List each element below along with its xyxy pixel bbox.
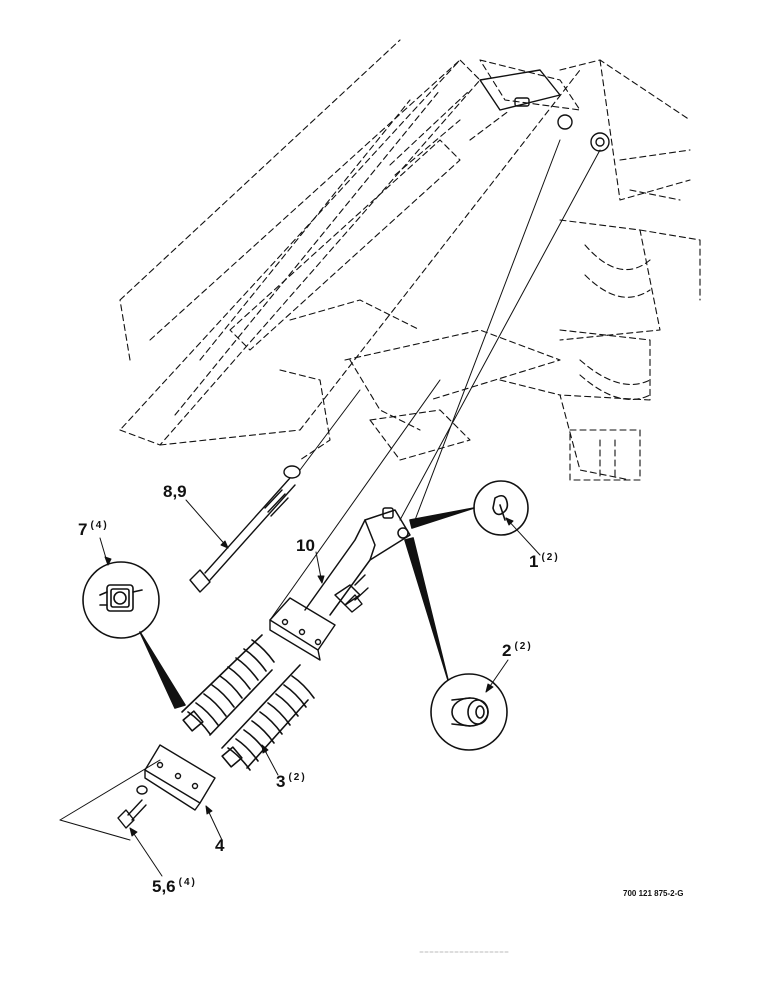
callout-10: 10	[296, 536, 315, 555]
springs-3	[181, 634, 315, 771]
callout-8-9: 8,9	[163, 482, 187, 501]
upper-spring-bracket	[269, 597, 336, 661]
callout-1: 1(2)	[529, 552, 560, 571]
callout-4: 4	[215, 836, 225, 855]
document-number: 700 121 875-2-G	[623, 889, 684, 898]
lower-spring-bracket-4	[144, 744, 216, 811]
callout-2: 2(2)	[502, 641, 533, 660]
callout-leaders	[99, 499, 541, 877]
header-frame	[119, 39, 701, 481]
callout-3: 3(2)	[276, 772, 307, 791]
callout-5-6: 5,6(4)	[152, 877, 197, 896]
callout-7: 7(4)	[78, 520, 109, 539]
detail-circle-2	[404, 537, 508, 751]
bolts-5-6	[117, 587, 369, 829]
upper-pivot	[479, 69, 610, 152]
detail-circle-7	[82, 561, 186, 709]
detail-circle-1	[409, 480, 529, 536]
tension-arm-10	[304, 507, 411, 616]
bolt-8-9	[189, 465, 301, 593]
